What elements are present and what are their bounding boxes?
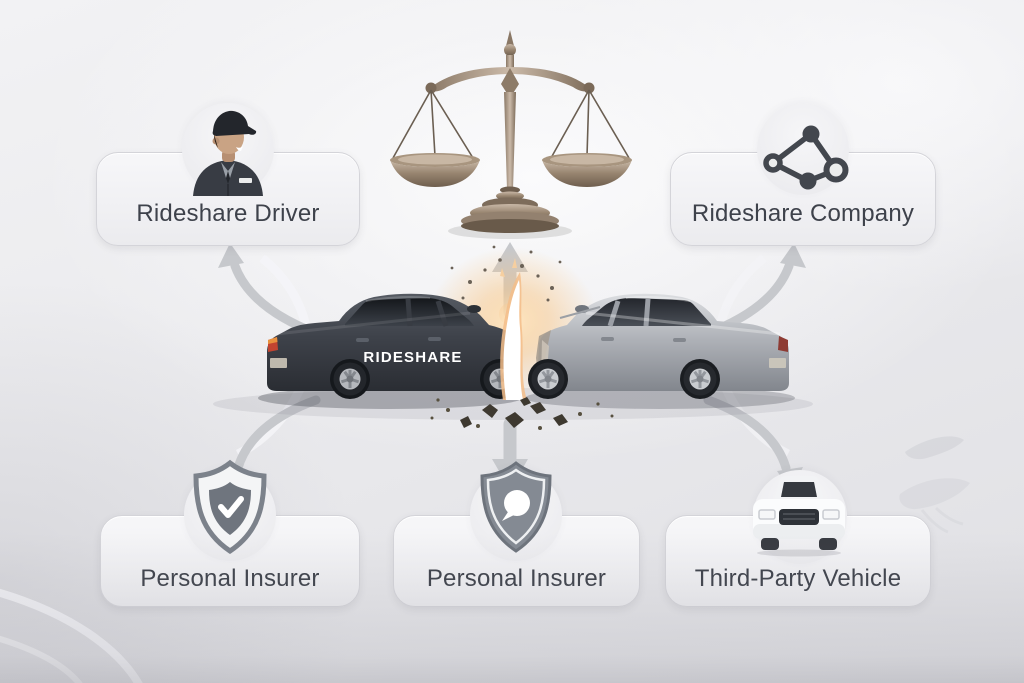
node-rideshare-driver: Rideshare Driver — [96, 103, 360, 246]
driver-avatar-icon — [193, 110, 263, 196]
node-rideshare-company: Rideshare Company — [670, 103, 936, 246]
node-third-party-vehicle: Third-Party Vehicle — [665, 470, 931, 607]
collision-effects — [430, 245, 614, 430]
car-front-icon — [753, 476, 845, 557]
shield-chat-icon — [480, 461, 552, 553]
ground-shadows — [213, 387, 813, 420]
wall-watermark — [899, 436, 970, 534]
other-car-wheels — [528, 359, 720, 399]
shield-check-icon — [193, 459, 267, 555]
justice-scales-icon — [390, 30, 632, 239]
other-car — [528, 293, 789, 399]
network-nodes-icon — [763, 125, 849, 190]
scale-pan-right — [542, 153, 632, 187]
scale-pan-left — [390, 153, 480, 187]
insurer-left-label: Personal Insurer — [140, 565, 320, 592]
insurer-center-label: Personal Insurer — [426, 565, 607, 592]
node-personal-insurer-center: Personal Insurer — [393, 461, 640, 607]
rideshare-door-label: RIDESHARE — [363, 349, 462, 366]
driver-label: Rideshare Driver — [136, 200, 320, 227]
third-party-label: Third-Party Vehicle — [694, 565, 902, 592]
node-personal-insurer-left: Personal Insurer — [100, 459, 360, 607]
company-label: Rideshare Company — [691, 200, 915, 227]
